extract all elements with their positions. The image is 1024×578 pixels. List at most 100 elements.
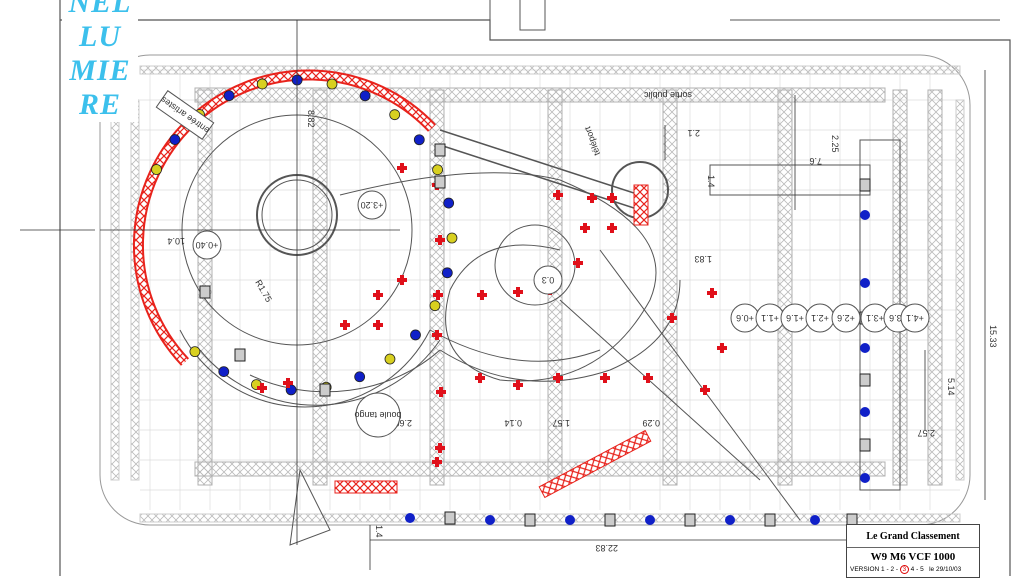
project-code: W9 M6 VCF 1000 (870, 551, 956, 563)
truss-vertical (777, 89, 793, 486)
level-marker-label: +1.6 (786, 313, 804, 323)
truss-side (110, 99, 120, 481)
level-marker-label: +3.1 (866, 313, 884, 323)
dim-label: 15.33 (988, 325, 998, 348)
logo-line: RE (78, 88, 122, 121)
yellow-light (326, 78, 338, 90)
level-marker-label: 0.3 (542, 275, 555, 285)
moving-head (319, 383, 331, 397)
red-light (477, 290, 487, 300)
red-light (373, 290, 383, 300)
dim-label: 5.14 (946, 378, 956, 396)
red-light (513, 380, 523, 390)
red-light (257, 383, 267, 393)
blue-light (485, 515, 495, 525)
red-light (573, 258, 583, 268)
blue-light (810, 515, 820, 525)
fixtures (151, 74, 871, 527)
dim-label: 22.83 (595, 543, 618, 553)
moving-head (604, 513, 616, 527)
blue-light (443, 197, 455, 209)
yellow-light (446, 232, 458, 244)
blue-light (860, 210, 870, 220)
red-light (607, 193, 617, 203)
blue-light (354, 371, 366, 383)
dim-label: 8.82 (306, 110, 316, 128)
blue-light (405, 513, 415, 523)
red-light (435, 235, 445, 245)
blue-light (645, 515, 655, 525)
current-version: 3 (899, 565, 909, 574)
blue-light (169, 134, 181, 145)
logo: NEL LU MIE RE (62, 0, 138, 122)
red-light (667, 313, 677, 323)
dim-label: 1.4 (374, 525, 384, 538)
teleport-label: téléport (582, 125, 602, 157)
red-truss-diagonal (538, 429, 652, 499)
red-light (580, 223, 590, 233)
red-light (475, 373, 485, 383)
moving-head (524, 513, 536, 527)
title-block: Le Grand Classement W9 M6 VCF 1000 VERSI… (846, 524, 980, 578)
sortie-public-label: sortie public (643, 90, 692, 100)
red-light (587, 193, 597, 203)
yellow-light (151, 164, 162, 175)
blue-light (218, 366, 230, 378)
yellow-light (256, 78, 268, 90)
red-light (717, 343, 727, 353)
moving-head (434, 175, 446, 189)
red-light (436, 387, 446, 397)
moving-head (234, 348, 246, 362)
truss-horizontal (194, 87, 886, 103)
dim-label: 2.57 (917, 428, 935, 438)
dim-label: 1.57 (552, 418, 570, 428)
red-light (707, 288, 717, 298)
red-light (600, 373, 610, 383)
yellow-light (429, 300, 441, 312)
red-light (397, 163, 407, 173)
red-light (553, 190, 563, 200)
red-light (513, 287, 523, 297)
yellow-light (384, 353, 396, 365)
red-light (435, 443, 445, 453)
moving-head (444, 511, 456, 525)
red-light (432, 330, 442, 340)
truss-horizontal (139, 513, 961, 523)
yellow-light (432, 164, 443, 176)
dim-label: 2.60 (394, 418, 412, 428)
dim-label: 10.4 (167, 236, 185, 246)
boule-tango-label: boule tango (354, 410, 401, 420)
logo-line: MIE (69, 54, 131, 87)
moving-head (764, 513, 776, 527)
red-light (283, 378, 293, 388)
moving-head (684, 513, 696, 527)
version-suffix: 4 - 5 (910, 566, 924, 573)
red-light (397, 275, 407, 285)
level-marker (900, 303, 930, 333)
yellow-light (189, 346, 201, 358)
logo-line: LU (79, 20, 121, 53)
project-title: Le Grand Classement (847, 525, 979, 548)
red-light (643, 373, 653, 383)
blue-light (860, 343, 870, 353)
level-marker-label: +1.1 (761, 313, 779, 323)
blue-light (413, 134, 425, 146)
dim-label: 1.83 (694, 254, 712, 264)
version-line: VERSION 1 - 2 - 3 4 - 5 le 29/10/03 (847, 565, 979, 574)
blue-light (860, 407, 870, 417)
dim-label: 2.1 (687, 128, 700, 138)
red-light (553, 373, 563, 383)
red-truss-bottom (334, 480, 398, 494)
level-marker (357, 190, 387, 220)
dim-label: 1.4 (706, 175, 716, 188)
blue-light (359, 90, 371, 102)
blue-light (725, 515, 735, 525)
level-markers: +0.40+3.200.3+0.6+1.1+1.6+2.1+2.6+3.1+3.… (192, 190, 930, 333)
level-marker (192, 230, 222, 260)
moving-head (859, 373, 871, 387)
red-light (607, 223, 617, 233)
truss-horizontal (194, 461, 886, 477)
blue-light (441, 267, 453, 279)
blue-light (565, 515, 575, 525)
